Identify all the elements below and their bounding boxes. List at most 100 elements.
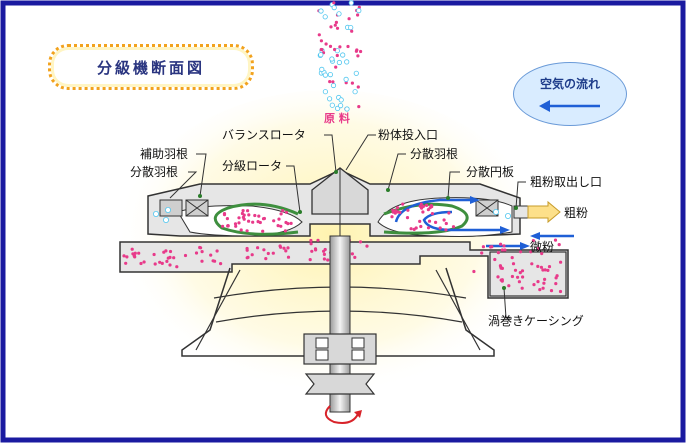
- left-disperse-vane-block: [159, 199, 183, 217]
- particle: [158, 260, 162, 264]
- particle: [499, 242, 503, 246]
- particle: [332, 1, 336, 5]
- particle: [318, 52, 324, 58]
- particle: [328, 44, 333, 49]
- particle: [517, 280, 522, 284]
- particle: [125, 255, 129, 259]
- air-flow-label: 空気の流れ: [539, 77, 600, 91]
- particle: [166, 256, 170, 260]
- particle: [278, 244, 282, 248]
- particle: [447, 211, 451, 215]
- particle: [451, 225, 456, 229]
- particle: [419, 224, 423, 229]
- bearing-housing: [303, 333, 377, 365]
- particle: [356, 85, 360, 89]
- particle: [240, 211, 244, 216]
- particle: [496, 251, 500, 255]
- particle: [183, 253, 188, 258]
- particle: [428, 206, 432, 210]
- particle: [318, 8, 324, 14]
- particle: [355, 48, 359, 52]
- label-disperse-disc: 分散円板: [466, 165, 515, 179]
- particle: [513, 268, 518, 272]
- particle: [406, 208, 410, 212]
- particle: [251, 220, 255, 224]
- particle: [328, 80, 332, 84]
- particle: [262, 216, 266, 221]
- particle: [518, 271, 522, 275]
- air-flow-legend-arrow-icon: [539, 100, 600, 112]
- particle: [405, 216, 410, 220]
- particle: [324, 42, 328, 46]
- particle: [130, 247, 134, 251]
- particle: [326, 96, 333, 102]
- particle: [286, 222, 290, 226]
- particle: [418, 219, 422, 223]
- particle: [438, 226, 442, 230]
- leader-lines: [169, 134, 526, 319]
- particle: [344, 59, 350, 65]
- particle: [507, 284, 511, 288]
- particle: [419, 202, 423, 206]
- particle: [245, 246, 249, 251]
- particle: [539, 265, 544, 269]
- particle: [427, 219, 432, 223]
- particle: [234, 224, 238, 228]
- particle: [247, 213, 251, 217]
- particle: [421, 210, 425, 214]
- particle: [322, 252, 326, 256]
- particle: [335, 53, 339, 58]
- particle: [521, 275, 525, 279]
- leader-dot: [334, 170, 338, 174]
- particle: [541, 268, 545, 272]
- particle: [226, 224, 230, 228]
- particle: [237, 216, 241, 220]
- particle: [322, 89, 328, 95]
- particle: [142, 260, 146, 264]
- particle: [276, 224, 280, 228]
- particle: [282, 246, 286, 250]
- particle: [319, 66, 325, 73]
- particle: [286, 255, 291, 259]
- particle: [365, 244, 369, 248]
- particle: [215, 249, 219, 253]
- particle: [124, 261, 128, 265]
- air-flow-legend: 空気の流れ: [513, 62, 627, 126]
- particle: [409, 227, 413, 231]
- particle: [333, 47, 337, 52]
- particle: [160, 261, 164, 265]
- particle: [250, 253, 254, 257]
- raw-material-label: 原 料: [324, 112, 350, 125]
- particle: [543, 277, 547, 281]
- lower-casing: [119, 241, 569, 299]
- particle: [340, 52, 346, 58]
- particle: [172, 256, 176, 260]
- particle: [518, 250, 523, 254]
- particle: [426, 226, 431, 230]
- particle: [546, 268, 550, 272]
- particle: [559, 260, 563, 264]
- particle: [322, 14, 328, 20]
- coarse-outlet-arrow: [527, 200, 561, 224]
- particle: [162, 216, 169, 223]
- drive-shaft: [329, 235, 351, 413]
- particle: [557, 243, 561, 247]
- particle: [319, 39, 323, 43]
- particle: [279, 212, 283, 216]
- particle: [493, 257, 497, 262]
- particle: [500, 248, 504, 252]
- particle: [338, 97, 344, 103]
- particle: [327, 72, 333, 78]
- label-fine: 微粉: [530, 240, 555, 254]
- particle: [122, 254, 126, 258]
- particle: [241, 215, 245, 219]
- particle: [543, 268, 547, 272]
- particle: [554, 276, 558, 280]
- particle: [492, 208, 499, 215]
- particle: [132, 254, 136, 258]
- particle: [279, 224, 283, 228]
- particle: [175, 265, 179, 269]
- particle: [137, 251, 141, 255]
- particle: [199, 246, 203, 250]
